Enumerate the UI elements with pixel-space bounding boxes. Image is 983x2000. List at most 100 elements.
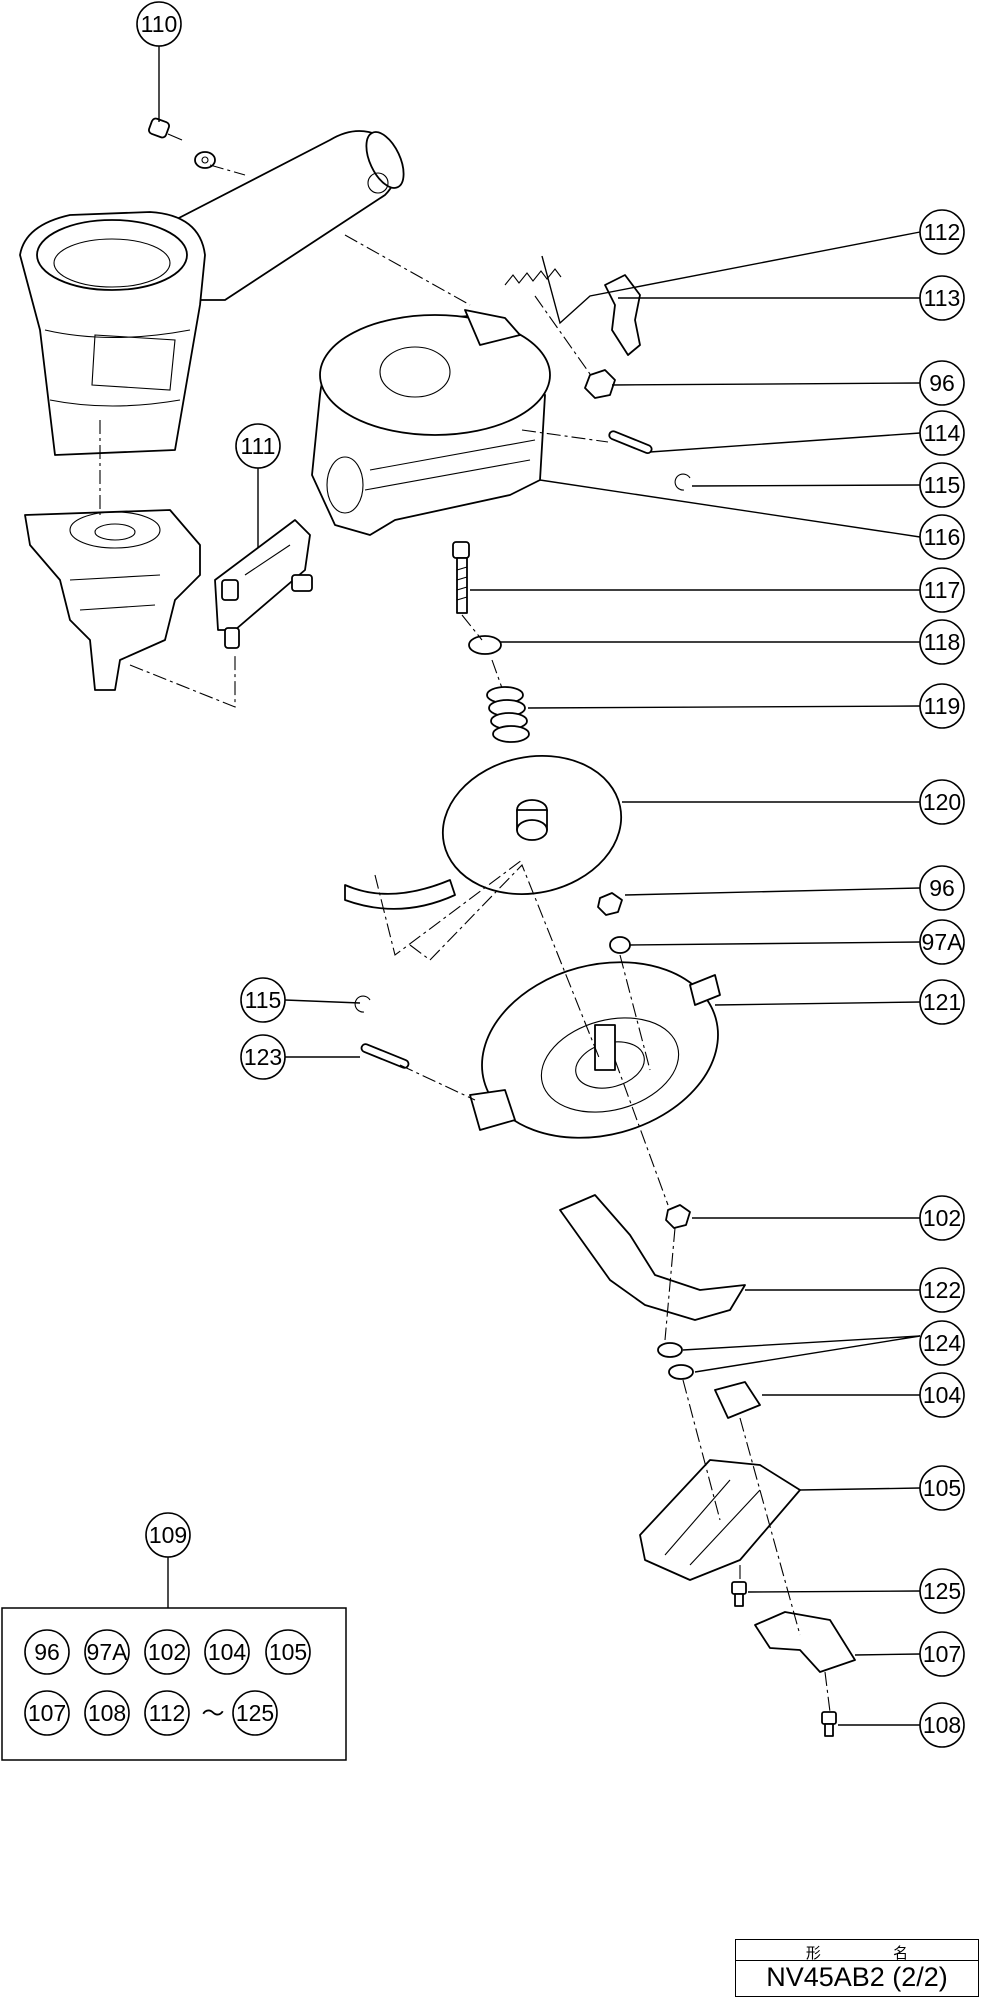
magazine-base-121 (469, 961, 721, 1139)
kit-item-125: 125 (232, 1690, 278, 1736)
svg-text:105: 105 (923, 1475, 961, 1501)
kit-item-107: 107 (24, 1690, 70, 1736)
spring-119 (486, 686, 530, 743)
svg-text:105: 105 (269, 1639, 307, 1665)
svg-text:108: 108 (88, 1700, 126, 1726)
svg-text:107: 107 (923, 1641, 961, 1667)
callout-119: 119 (919, 683, 965, 729)
screw-108 (821, 1711, 837, 1737)
callout-117: 117 (919, 567, 965, 613)
tool-body-handle (19, 130, 405, 456)
kit-box (1, 1607, 347, 1761)
callout-115-top: 115 (919, 462, 965, 508)
svg-text:117: 117 (924, 577, 961, 603)
nut-96-top (584, 369, 616, 399)
svg-text:97A: 97A (922, 929, 964, 955)
magazine-cover-116 (311, 309, 551, 536)
title-kanji-label: 形 名 (805, 1945, 943, 1962)
svg-text:119: 119 (924, 693, 961, 719)
svg-text:107: 107 (28, 1700, 66, 1726)
svg-text:112: 112 (924, 219, 961, 245)
svg-text:120: 120 (923, 789, 961, 815)
svg-text:112: 112 (149, 1700, 186, 1726)
svg-text:111: 111 (241, 433, 276, 459)
svg-text:102: 102 (148, 1639, 186, 1665)
title-block: 形 名 NV45AB2 (2/2) (735, 1939, 979, 1997)
kit-item-105: 105 (265, 1629, 311, 1675)
pin-114 (608, 430, 653, 455)
svg-text:96: 96 (34, 1639, 60, 1665)
svg-text:123: 123 (244, 1044, 282, 1070)
kit-item-102: 102 (144, 1629, 190, 1675)
callout-96-mid: 96 (919, 865, 965, 911)
nut-97A (609, 936, 631, 954)
callout-123: 123 (240, 1034, 286, 1080)
kit-item-104: 104 (204, 1629, 250, 1675)
callout-111: 111 (235, 423, 281, 469)
spring-112 (504, 268, 562, 286)
leader-lines (158, 46, 921, 1726)
svg-text:122: 122 (923, 1277, 961, 1303)
kit-item-112: 112 (144, 1690, 190, 1736)
plate-104 (714, 1381, 761, 1419)
svg-text:108: 108 (923, 1712, 961, 1738)
callout-107: 107 (919, 1631, 965, 1677)
callout-122: 122 (919, 1267, 965, 1313)
callout-115-lower: 115 (240, 977, 286, 1023)
washer-124b (668, 1364, 694, 1380)
slide-plate-111 (214, 519, 313, 649)
kit-item-96: 96 (24, 1629, 70, 1675)
model-number: NV45AB2 (2/2) (766, 1962, 948, 1992)
svg-text:124: 124 (923, 1330, 962, 1356)
latch-113 (604, 274, 641, 356)
center-lines (99, 164, 831, 1713)
callout-124: 124 (919, 1320, 965, 1366)
callout-105: 105 (919, 1465, 965, 1511)
washer-124a (657, 1342, 683, 1358)
washer-118 (468, 635, 502, 655)
callout-118: 118 (919, 619, 965, 665)
svg-text:125: 125 (923, 1578, 961, 1604)
svg-text:118: 118 (924, 629, 961, 655)
callout-120: 120 (919, 779, 965, 825)
svg-text:121: 121 (923, 989, 961, 1015)
callout-102: 102 (919, 1195, 965, 1241)
svg-text:102: 102 (923, 1205, 961, 1231)
title-divider (736, 1960, 978, 1961)
e-ring-115-top (674, 473, 691, 491)
callout-97A: 97A (919, 919, 965, 965)
callout-113: 113 (919, 275, 965, 321)
svg-text:109: 109 (149, 1522, 187, 1548)
svg-text:96: 96 (929, 875, 955, 901)
callout-110: 110 (136, 1, 182, 47)
callout-96-top: 96 (919, 360, 965, 406)
svg-text:96: 96 (929, 370, 955, 396)
callout-112: 112 (919, 209, 965, 255)
screw-110 (148, 117, 216, 169)
svg-text:97A: 97A (87, 1639, 129, 1665)
kit-item-108: 108 (84, 1690, 130, 1736)
svg-text:104: 104 (208, 1639, 247, 1665)
svg-text:110: 110 (141, 11, 178, 37)
svg-text:125: 125 (236, 1700, 274, 1726)
bolt-117 (452, 541, 470, 614)
svg-text:115: 115 (924, 472, 961, 498)
callout-104: 104 (919, 1372, 965, 1418)
kit-item-97A: 97A (84, 1629, 130, 1675)
svg-text:114: 114 (924, 420, 961, 446)
e-ring-115-lower (354, 995, 371, 1013)
base-valve-assembly (24, 509, 201, 691)
svg-text:113: 113 (924, 285, 961, 311)
callout-121: 121 (919, 979, 965, 1025)
callout-108: 108 (919, 1702, 965, 1748)
callout-114: 114 (919, 410, 965, 456)
callout-125: 125 (919, 1568, 965, 1614)
screw-125 (731, 1581, 747, 1607)
nut-102 (665, 1204, 691, 1229)
kit-range-symbol: 〜 (202, 1700, 225, 1726)
disc-120 (344, 755, 623, 910)
pin-123 (360, 1043, 410, 1069)
callout-116: 116 (919, 514, 965, 560)
svg-text:116: 116 (924, 524, 961, 550)
